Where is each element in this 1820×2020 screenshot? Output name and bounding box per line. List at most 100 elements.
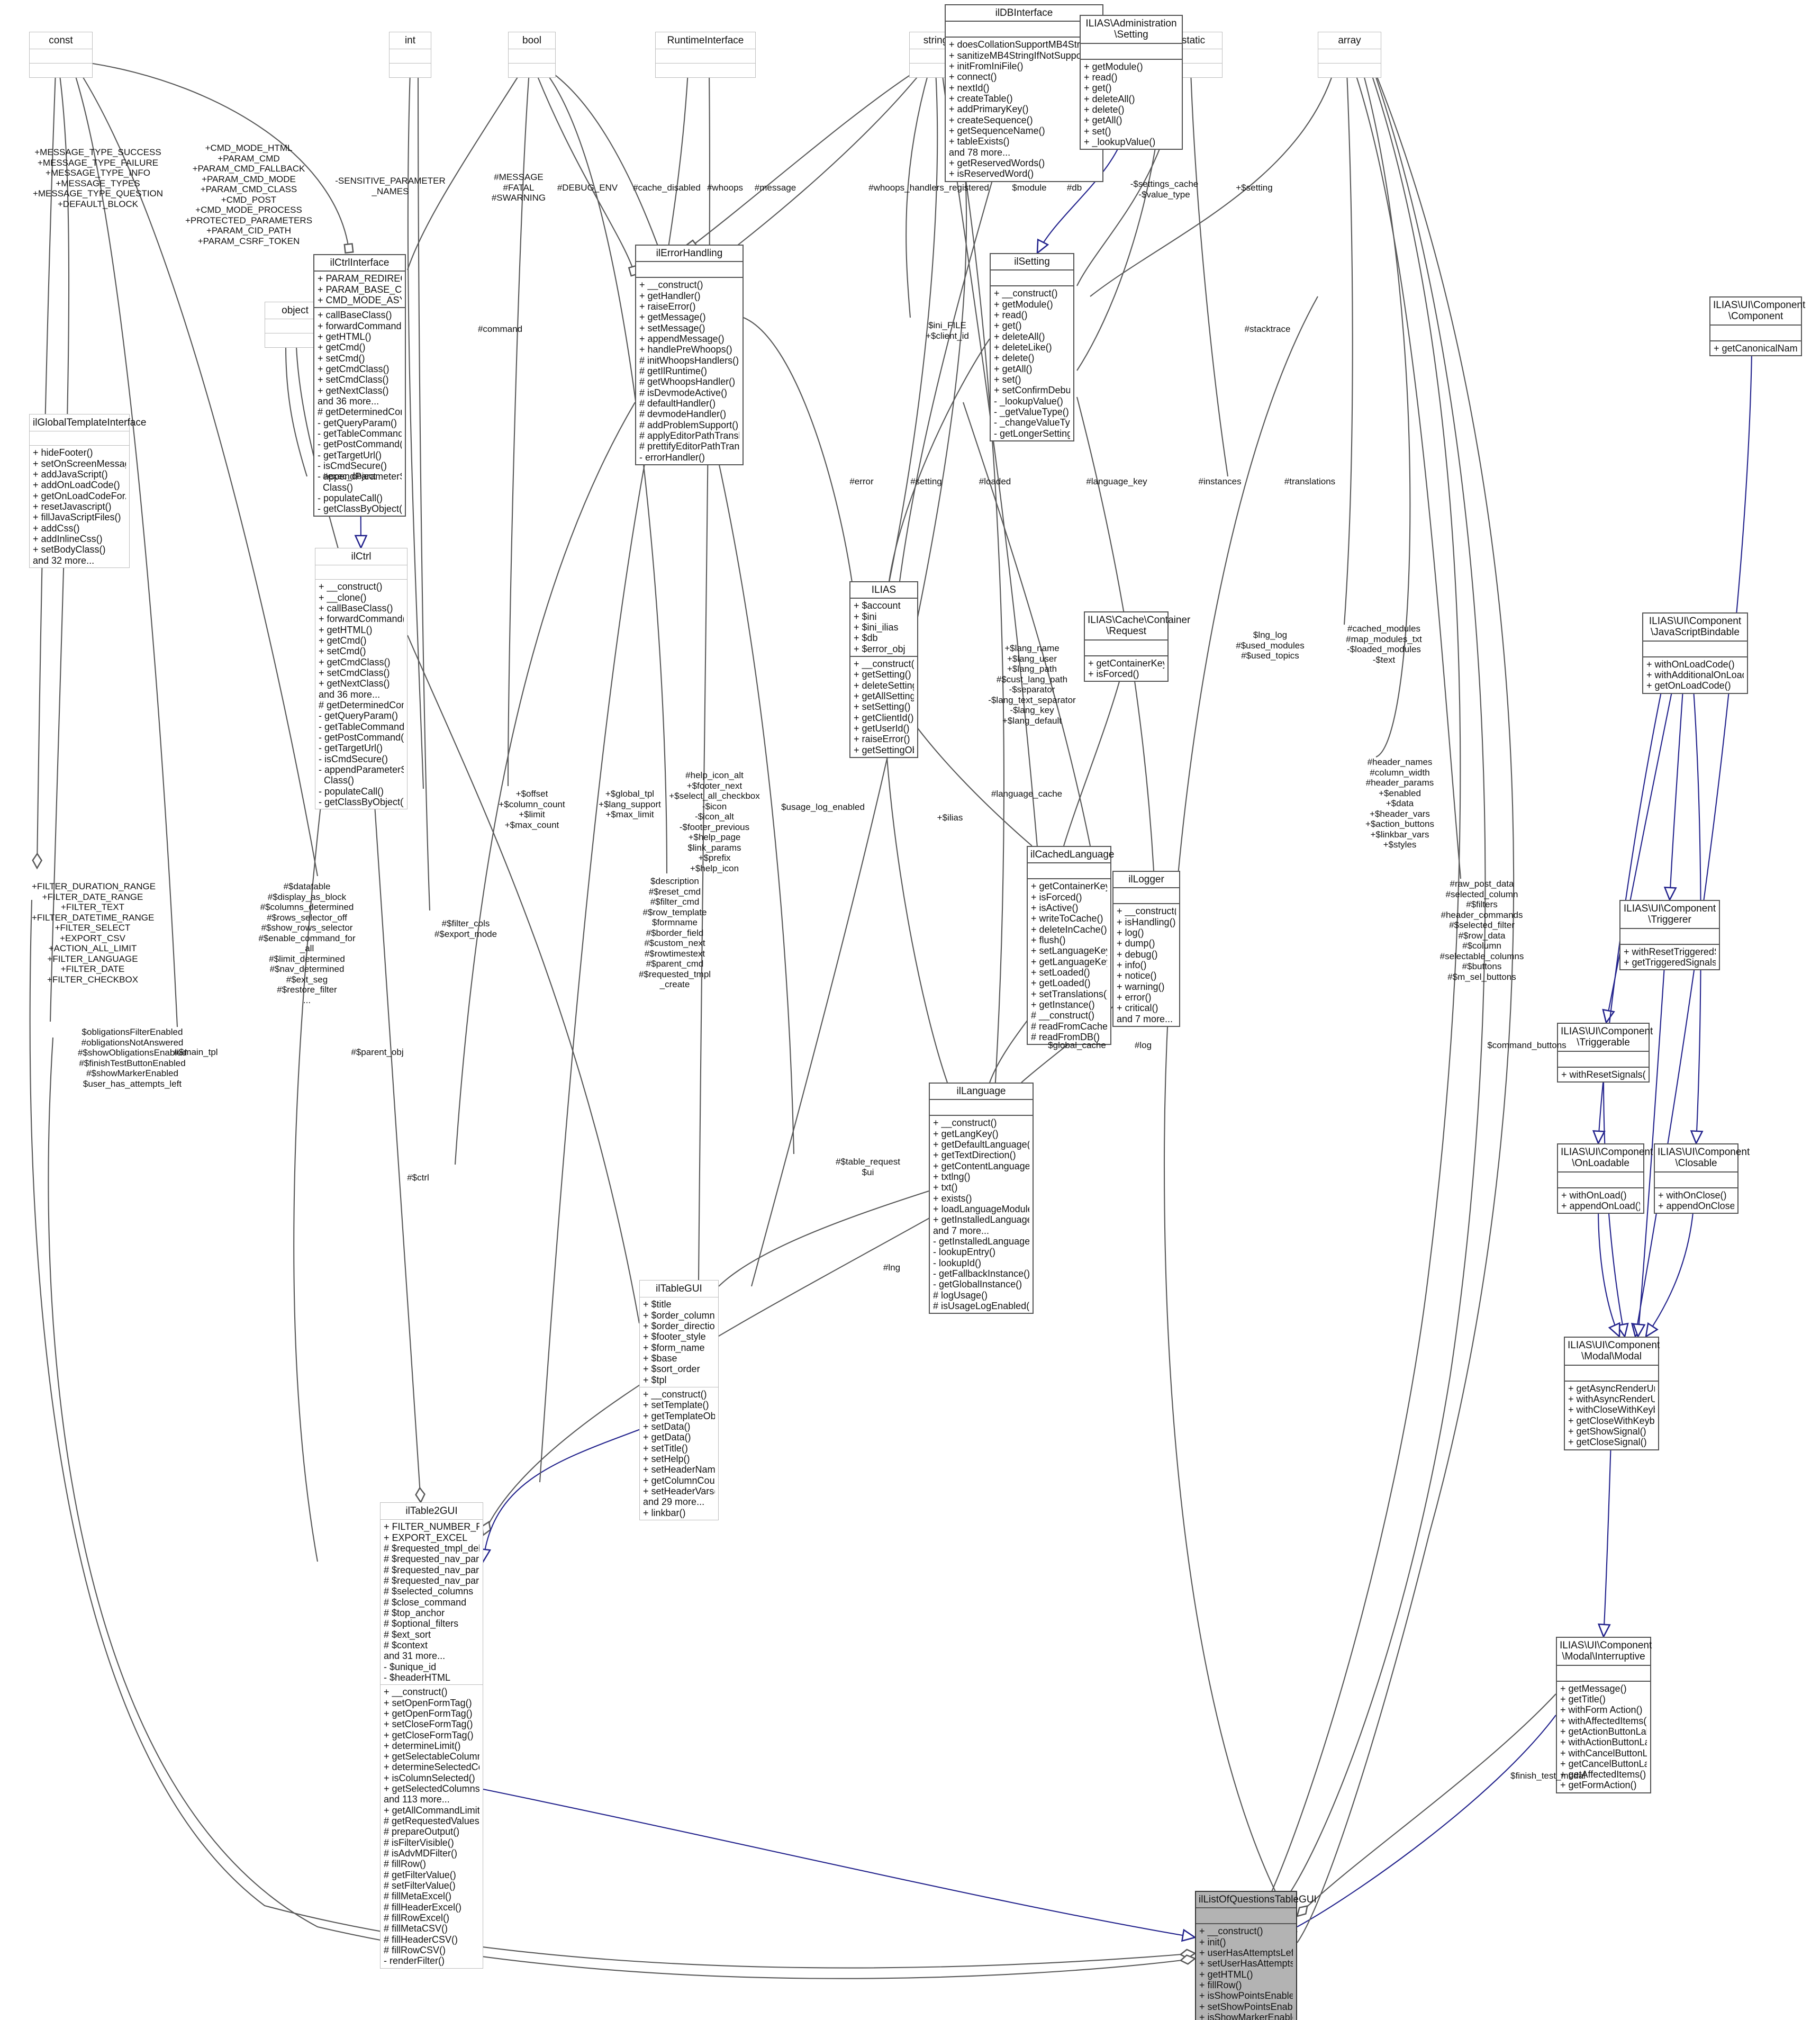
uml-operation: + __clone() [319,592,367,603]
uml-class-iltablegui[interactable]: ilTableGUI+ $title+ $order_column+ $orde… [639,1280,719,1520]
uml-attributes [1620,929,1719,944]
uml-operation: + getOnLoadCode() [1646,680,1731,691]
uml-class-illogger[interactable]: ilLogger+ __construct()+ isHandling()+ l… [1112,871,1180,1027]
uml-class-title: int [404,35,416,46]
uml-operation: + getData() [643,1432,691,1443]
uml-operation: + withOnLoad() [1561,1189,1627,1201]
uml-operation: + setTemplate() [643,1400,709,1411]
uml-operation: + log() [1117,927,1144,938]
uml-attributes [1565,1366,1658,1381]
uml-operation: + appendOnLoad() [1561,1200,1640,1211]
uml-operation: + getInstance() [1031,999,1095,1010]
uml-operation: + getSelectableColumns() [384,1751,479,1762]
uml-compartment-divider [1558,1187,1643,1188]
uml-class-ilias_ui_component_modal_interruptive[interactable]: ILIAS\UI\Component \Modal\Interruptive+ … [1556,1637,1652,1793]
uml-attribute: + $form_name [643,1342,705,1353]
uml-class-ilias_admin_setting[interactable]: ILIAS\Administration \Setting+ getModule… [1080,15,1183,150]
uml-operation: - getPostCommand() [318,439,402,450]
uml-class-ilias_ui_component_onloadable[interactable]: ILIAS\UI\Component \OnLoadable+ withOnLo… [1557,1143,1653,1214]
uml-operations: + getModule()+ read()+ get()+ deleteAll(… [1081,60,1182,149]
uml-operation: + setData() [643,1421,691,1432]
uml-class-ilias_ui_component_triggerer[interactable]: ILIAS\UI\Component \Triggerer+ withReset… [1619,900,1720,971]
uml-operations [509,64,555,77]
uml-operation: + critical() [1117,1003,1158,1014]
uml-class-iltable2gui[interactable]: ilTable2GUI + FILTER_NUMBER_RANGE+ EXPORT… [380,1502,483,1969]
uml-class-int[interactable]: int [389,32,431,78]
uml-compartment-divider [1558,1050,1649,1052]
uml-class-ilctrl[interactable]: ilCtrl + __construct()+ __clone()+ callBa… [315,548,408,810]
uml-class-ilias_ui_component_component[interactable]: ILIAS\UI\Component \Component+ getCanoni… [1709,296,1805,356]
uml-operations: + __construct()+ getSetting()+ deleteSet… [850,657,917,757]
uml-operation: + setLanguageKey() [1031,945,1107,957]
uml-class-iglobaltemplateinterface[interactable]: ilGlobalTemplateInterface+ hideFooter()+… [29,414,146,568]
uml-class-ilias_ui_component_modal_modal[interactable]: ILIAS\UI\Component \Modal\Modal+ getAsyn… [1564,1337,1660,1450]
uml-attribute: + $ini_ilias [854,621,899,633]
uml-attributes: + PARAM_REDIRECT+ PARAM_BASE_CLASS+ CMD_… [314,272,405,307]
uml-attributes: + FILTER_NUMBER_RANGE+ EXPORT_EXCEL# $re… [381,1520,483,1684]
edge-label-note-lng-log: $lng_log #$used_modules #$used_topics [1236,630,1305,661]
uml-class-ilias_cache_container_request[interactable]: ILIAS\Cache\Container \Request+ getConta… [1084,611,1190,682]
uml-class-title: ilCtrlInterface [330,257,390,268]
uml-class-title: const [49,35,73,46]
uml-attribute: + $footer_style [643,1331,706,1342]
uml-attributes [656,49,755,63]
uml-operation: + getCmdClass() [318,363,390,374]
uml-operation: + sanitizeMB4StringIfNotSupported() [949,50,1099,61]
uml-class-array[interactable]: array [1318,32,1381,78]
uml-class-const[interactable]: const [29,32,93,78]
uml-compartment-divider [381,1519,483,1520]
uml-operation: + init() [1199,1936,1226,1947]
uml-class-illistofquestionstablegui[interactable]: ilListOfQuestionsTableGUI+ __construct()… [1195,1891,1317,2020]
uml-class-title: ilTableGUI [656,1283,702,1294]
uml-operation: + getAsyncRenderUrl() [1568,1383,1655,1394]
uml-class-ilias_ui_component_jsbindable[interactable]: ILIAS\UI\Component \JavaScriptBindable+ … [1642,612,1748,694]
uml-compartment-divider [390,63,431,64]
uml-class-illanguage[interactable]: ilLanguage+ __construct()+ getLangKey()+… [929,1083,1034,1314]
uml-class-runtimeinterface[interactable]: RuntimeInterface [655,32,756,78]
uml-class-bool[interactable]: bool [508,32,556,78]
uml-operation: - isCmdSecure() [318,460,387,471]
uml-operation: + info() [1117,959,1147,970]
uml-attribute: + $tpl [643,1374,667,1385]
uml-attributes [509,49,555,63]
uml-attributes [315,565,407,579]
uml-attribute: # $context [384,1639,428,1651]
uml-operations [1318,64,1381,77]
uml-class-ilias_ui_component_closable[interactable]: ILIAS\UI\Component \Closable+ withOnClos… [1654,1143,1750,1214]
uml-class-title: ilCtrl [351,551,372,562]
uml-compartment-divider [1655,1171,1737,1173]
uml-operation: - getLongerSettings() [994,428,1070,439]
uml-attributes [1557,1666,1650,1681]
uml-compartment-divider [1028,862,1110,864]
uml-operation: + dump() [1117,938,1155,949]
uml-attribute: + $sort_order [643,1364,700,1375]
uml-operation: + getTextDirection() [933,1150,1016,1161]
uml-class-ilsetting[interactable]: ilSetting+ __construct()+ getModule()+ r… [990,253,1074,441]
uml-class-ilcachedlanguage[interactable]: ilCachedLanguage+ getContainerKey()+ isF… [1027,846,1114,1045]
uml-class-ilctrlinterface[interactable]: ilCtrlInterface + PARAM_REDIRECT+ PARAM_B… [313,254,406,517]
uml-operation: + getCanonicalName() [1714,342,1798,354]
uml-operation: and 7 more... [1117,1013,1173,1024]
uml-operation: + getHTML() [319,624,373,635]
uml-operation: + setMessage() [639,322,705,333]
uml-operation: + get() [1084,83,1112,94]
uml-operation: and 78 more... [949,147,1011,158]
edge-label-note-header-names: #header_names #column_width #header_para… [1365,757,1434,850]
uml-operation: + deleteAll() [994,331,1045,342]
uml-class-ilias_ui_component_triggerable[interactable]: ILIAS\UI\Component \Triggerable+ withRes… [1557,1023,1653,1083]
uml-operation: + addJavaScript() [33,468,108,480]
uml-operation: + getNextClass() [319,678,390,689]
uml-class-ildbinterface[interactable]: ilDBInterface+ doesCollationSupportMB4St… [945,4,1103,182]
uml-class-ilias[interactable]: ILIAS+ $account+ $ini+ $ini_ilias+ $db+ … [849,581,918,758]
uml-attribute: # $close_command [384,1597,467,1608]
uml-operations: + __construct()+ __clone()+ callBaseClas… [315,580,407,809]
uml-compartment-divider [1081,58,1182,60]
uml-operation: - appendParameterStringsBy Class() [319,764,404,786]
uml-class-title: ilTable2GUI [405,1505,458,1517]
uml-attribute: + FILTER_NUMBER_RANGE [384,1521,479,1532]
uml-operation: - isCmdSecure() [319,753,388,764]
uml-operation: + read() [1084,71,1118,83]
uml-class-ilerrorhandling[interactable]: ilErrorHandling+ __construct()+ getHandl… [635,245,744,465]
edge-label-note-cache-disabled: #cache_disabled [633,183,701,193]
uml-compartment-divider [1557,1680,1650,1682]
